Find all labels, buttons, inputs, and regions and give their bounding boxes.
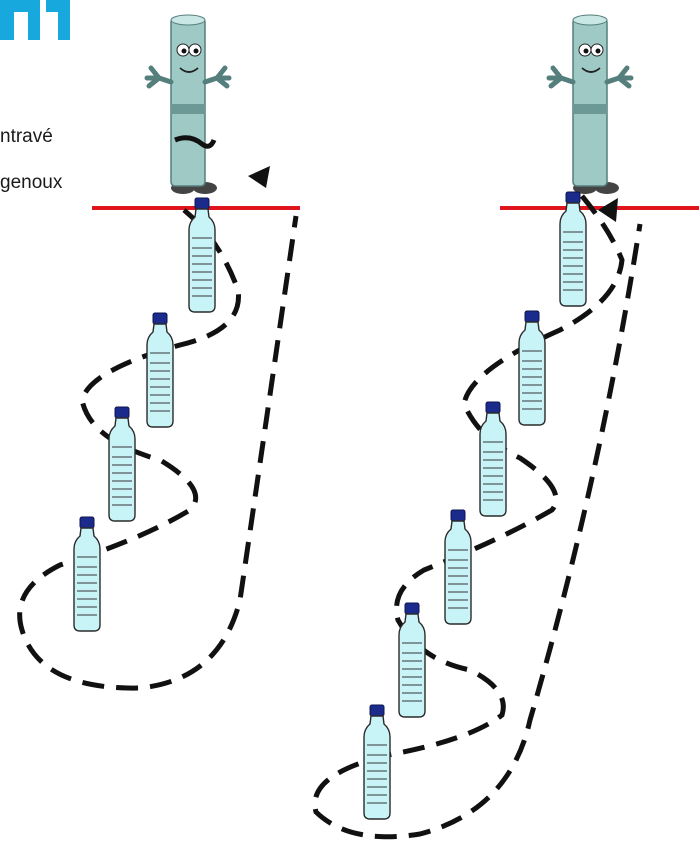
caption-line-1: ntravé xyxy=(0,126,53,147)
arrow-head-icon xyxy=(598,198,618,222)
water-bottle-icon xyxy=(108,406,136,522)
caption-line-2: genoux xyxy=(0,172,63,193)
water-bottle-icon xyxy=(146,312,174,428)
water-bottle-icon xyxy=(73,516,101,632)
title-letter-icon xyxy=(0,0,70,40)
tube-mascot-icon xyxy=(147,15,229,194)
path-dashed-left xyxy=(17,208,299,691)
title-block xyxy=(0,0,70,40)
small-curve-mark xyxy=(174,135,217,149)
path-dashed-right xyxy=(312,194,643,840)
water-bottle-icon xyxy=(479,401,507,517)
water-bottle-icon xyxy=(518,310,546,426)
water-bottle-icon xyxy=(363,704,391,820)
arrow-head-icon xyxy=(248,166,270,188)
water-bottle-icon xyxy=(444,509,472,625)
water-bottle-icon xyxy=(398,602,426,718)
tube-mascot-icon xyxy=(549,15,631,194)
